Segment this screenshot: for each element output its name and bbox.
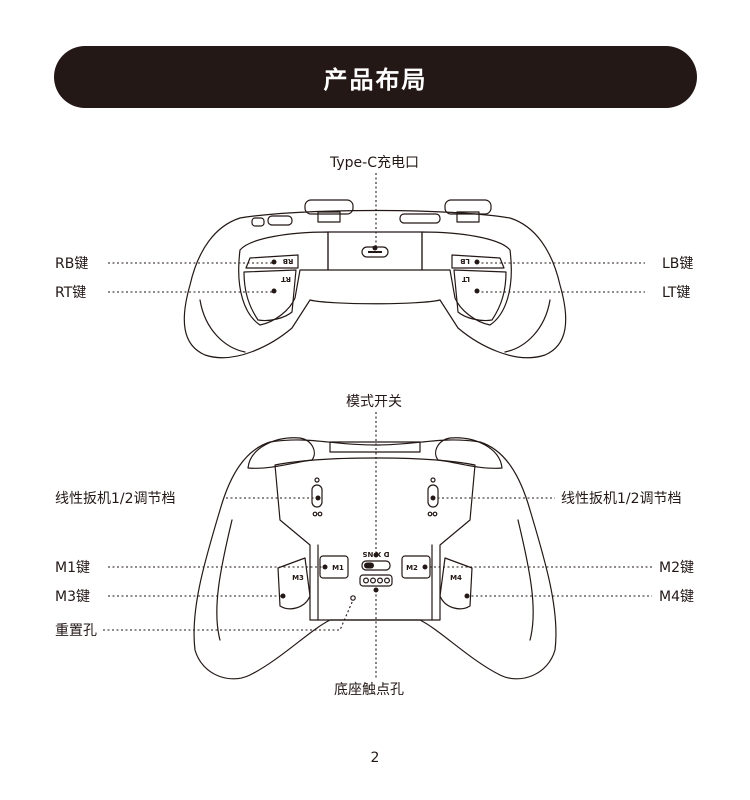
trigger-slider-right-shape [427, 484, 439, 508]
controller-back-view: M1 M2 M3 M4 D X NS [193, 437, 557, 680]
section-header: 产品布局 [54, 46, 697, 108]
typec-port-label: Type-C充电口 [330, 155, 419, 171]
mode-switch-shape [361, 560, 391, 571]
dock-contacts-label: 底座触点孔 [334, 682, 404, 698]
m4-print: M4 [450, 574, 462, 582]
reset-hole-shape [350, 595, 356, 601]
m3-paddle-shape [277, 557, 311, 610]
trigger-adjust-right-label: 线性扳机1/2调节档 [561, 491, 682, 507]
trigger-adjust-left-label: 线性扳机1/2调节档 [55, 491, 176, 507]
page-number: 2 [370, 750, 380, 766]
m1-label: M1键 [55, 560, 90, 576]
reset-leader [103, 599, 354, 631]
rb-label: RB键 [55, 256, 89, 272]
reset-hole-label: 重置孔 [55, 623, 97, 639]
m4-label: M4键 [659, 589, 694, 605]
m3-print: M3 [292, 574, 304, 582]
lt-print: LT [462, 275, 470, 283]
rt-print: RT [281, 275, 291, 283]
m4-paddle-shape [439, 557, 473, 610]
m3-label: M3键 [55, 589, 90, 605]
mode-switch-label: 模式开关 [346, 394, 402, 410]
trigger-slider-left-shape [311, 484, 323, 508]
m1-print: M1 [332, 564, 344, 572]
dock-contacts-shape [359, 574, 393, 587]
rt-label: RT键 [55, 285, 87, 301]
rb-print: RB [283, 257, 294, 265]
m2-label: M2键 [659, 560, 694, 576]
m2-print: M2 [406, 564, 418, 572]
controller-top-view: RB RT LB LT [183, 199, 567, 359]
lb-print: LB [460, 257, 470, 265]
section-title: 产品布局 [323, 65, 428, 94]
lt-label: LT键 [662, 285, 691, 301]
lb-label: LB键 [662, 256, 694, 272]
